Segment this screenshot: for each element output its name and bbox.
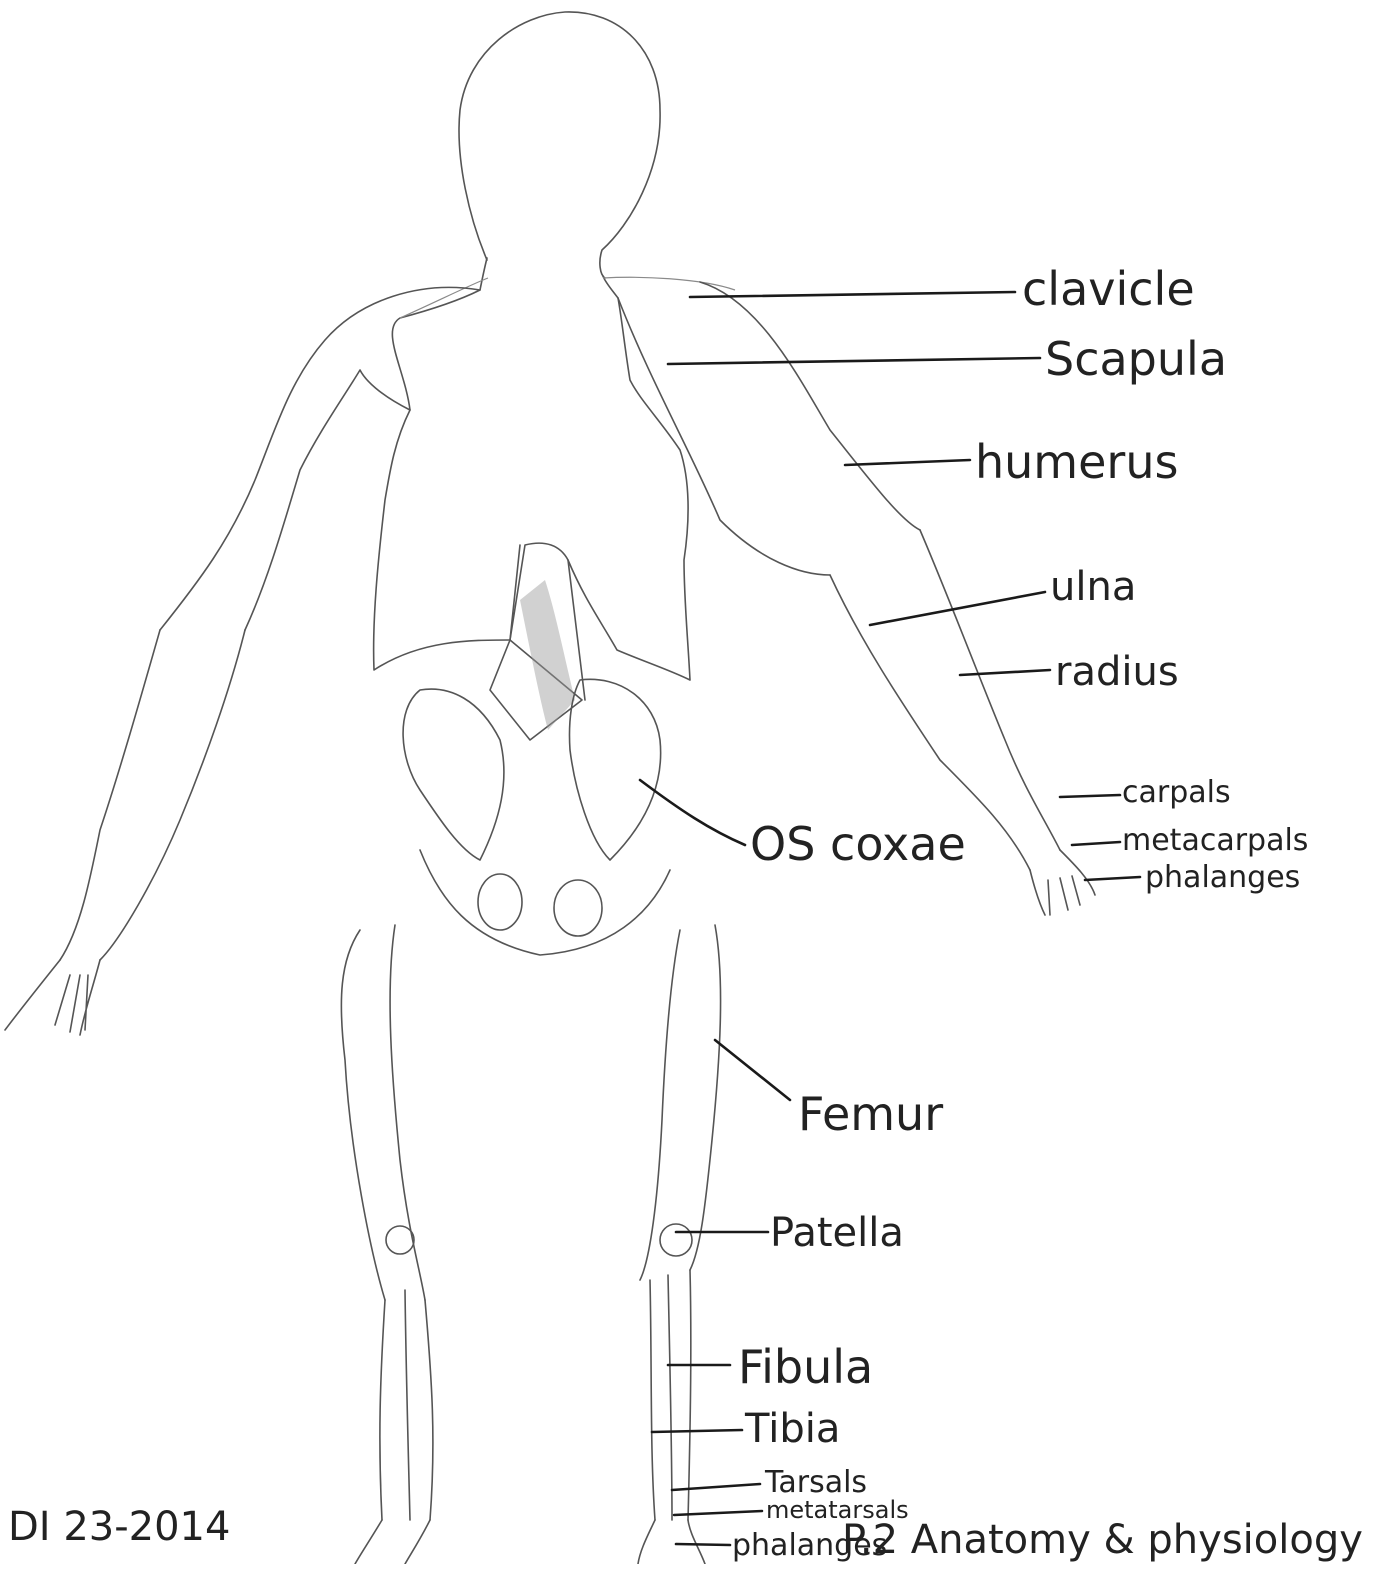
obturator-left — [478, 874, 522, 930]
leader-femur — [715, 1040, 790, 1100]
right-femur — [640, 925, 721, 1280]
left-hand — [5, 960, 100, 1035]
label-femur: Femur — [798, 1087, 943, 1141]
left-foot — [355, 1520, 430, 1564]
skull — [459, 12, 660, 278]
leader-tarsals — [672, 1484, 760, 1490]
label-carpals: carpals — [1122, 775, 1231, 810]
label-metacarpals: metacarpals — [1122, 823, 1308, 858]
right-tibia-fibula — [650, 1270, 691, 1520]
leader-scapula — [668, 358, 1040, 364]
right-upper-arm — [618, 282, 920, 575]
label-tibia: Tibia — [744, 1406, 840, 1452]
leader-tibia — [652, 1430, 742, 1432]
left-femur — [341, 925, 425, 1300]
footer-date: DI 23-2014 — [8, 1504, 230, 1550]
left-forearm — [60, 630, 245, 960]
left-tibia-fibula — [380, 1290, 433, 1520]
footer: DI 23-2014 P.2 Anatomy & physiology — [8, 1504, 1363, 1563]
labels: clavicle Scapula humerus ulna radius car… — [732, 262, 1308, 1563]
leader-clavicle — [690, 292, 1015, 297]
leader-metacarpals — [1072, 842, 1120, 845]
label-phalanges-hand: phalanges — [1145, 860, 1300, 895]
footer-course: P.2 Anatomy & physiology — [842, 1517, 1363, 1563]
label-tarsals: Tarsals — [764, 1465, 867, 1500]
leader-phalanges-foot — [676, 1544, 730, 1545]
leader-carpals — [1060, 795, 1120, 797]
right-patella — [660, 1224, 692, 1256]
shoulder-line — [400, 277, 735, 318]
label-fibula: Fibula — [738, 1340, 873, 1394]
os-coxae-right — [569, 679, 660, 860]
label-patella: Patella — [770, 1210, 904, 1256]
right-hand — [1030, 850, 1095, 915]
leader-radius — [960, 670, 1050, 675]
leader-humerus — [845, 460, 970, 465]
right-foot — [638, 1520, 705, 1564]
pubis — [420, 850, 670, 955]
label-humerus: humerus — [975, 435, 1178, 489]
left-upper-arm — [160, 287, 480, 630]
label-clavicle: clavicle — [1022, 262, 1195, 316]
os-coxae-left — [403, 689, 504, 860]
label-scapula: Scapula — [1045, 332, 1227, 386]
leader-phalanges-hand — [1085, 877, 1140, 880]
label-ulna: ulna — [1050, 564, 1136, 610]
label-os-coxae: OS coxae — [750, 817, 966, 871]
obturator-right — [554, 880, 602, 936]
left-patella — [386, 1226, 414, 1254]
skeleton-figure — [5, 12, 1095, 1564]
leader-metatarsals — [674, 1511, 762, 1515]
label-radius: radius — [1055, 649, 1179, 695]
